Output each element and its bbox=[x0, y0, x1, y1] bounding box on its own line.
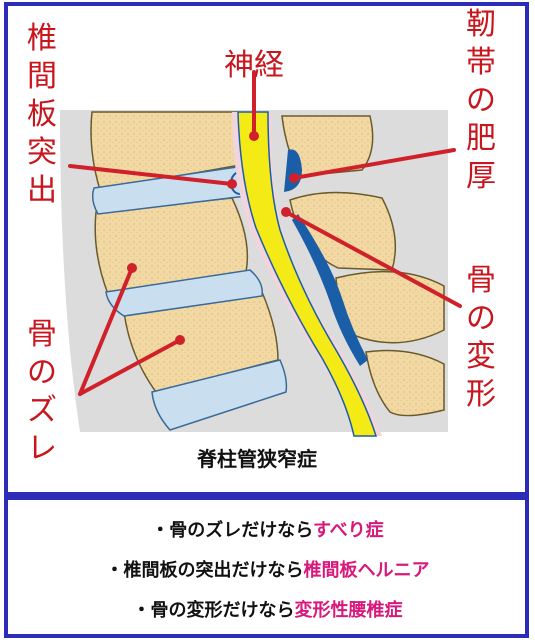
pointer-lines bbox=[68, 70, 462, 396]
bone-slip-label: 骨のズレ bbox=[27, 317, 57, 466]
posterior-bone bbox=[281, 115, 374, 177]
summary-bullet: ・ bbox=[151, 520, 170, 541]
disc-herniation-label: 椎間板突出 bbox=[27, 21, 57, 208]
bone-deformation-label: 骨の変形 bbox=[466, 263, 496, 412]
summary-term: すべり症 bbox=[312, 520, 384, 541]
summary-bullet: ・ bbox=[132, 600, 151, 621]
summary-line: ・骨のズレだけならすべり症 bbox=[0, 516, 535, 542]
summary-prefix: 骨の変形だけなら bbox=[150, 600, 295, 621]
summary-frame bbox=[4, 496, 529, 638]
intervertebral-disc bbox=[151, 359, 288, 431]
bone-slip-pointer-lower bbox=[78, 338, 182, 396]
summary-line: ・骨の変形だけなら変形性腰椎症 bbox=[0, 596, 535, 622]
posterior-bone bbox=[365, 349, 445, 417]
ligament-pointer-end bbox=[289, 173, 299, 183]
summary-bullet: ・ bbox=[105, 560, 124, 581]
summary-prefix: 椎間板の突出だけなら bbox=[123, 560, 304, 581]
summary-term: 椎間板ヘルニア bbox=[303, 560, 430, 581]
ligamentum-flavum bbox=[292, 214, 368, 366]
deformation-pointer-end bbox=[281, 207, 291, 217]
ligament-pointer bbox=[292, 148, 456, 180]
summary-term: 変形性腰椎症 bbox=[294, 600, 403, 621]
slip-pointer-end-upper bbox=[127, 263, 137, 273]
nerve-label: 神経 bbox=[224, 48, 284, 83]
intervertebral-disc bbox=[105, 269, 263, 317]
disc-herniation-pointer bbox=[68, 164, 234, 186]
nerve-canal bbox=[237, 111, 378, 437]
bone-slip-pointer-upper bbox=[78, 266, 134, 396]
slip-pointer-end-lower bbox=[175, 335, 185, 345]
summary-prefix: 骨のズレだけなら bbox=[169, 520, 313, 541]
bone-deformation-pointer bbox=[284, 210, 462, 308]
diagram-caption: 脊柱管狭窄症 bbox=[197, 447, 317, 471]
ligament-thickening-label: 靭帯の肥厚 bbox=[466, 7, 496, 194]
summary-line: ・椎間板の突出だけなら椎間板ヘルニア bbox=[0, 556, 535, 582]
disc-pointer-end bbox=[227, 179, 237, 189]
nerve-pointer-end bbox=[249, 131, 259, 141]
